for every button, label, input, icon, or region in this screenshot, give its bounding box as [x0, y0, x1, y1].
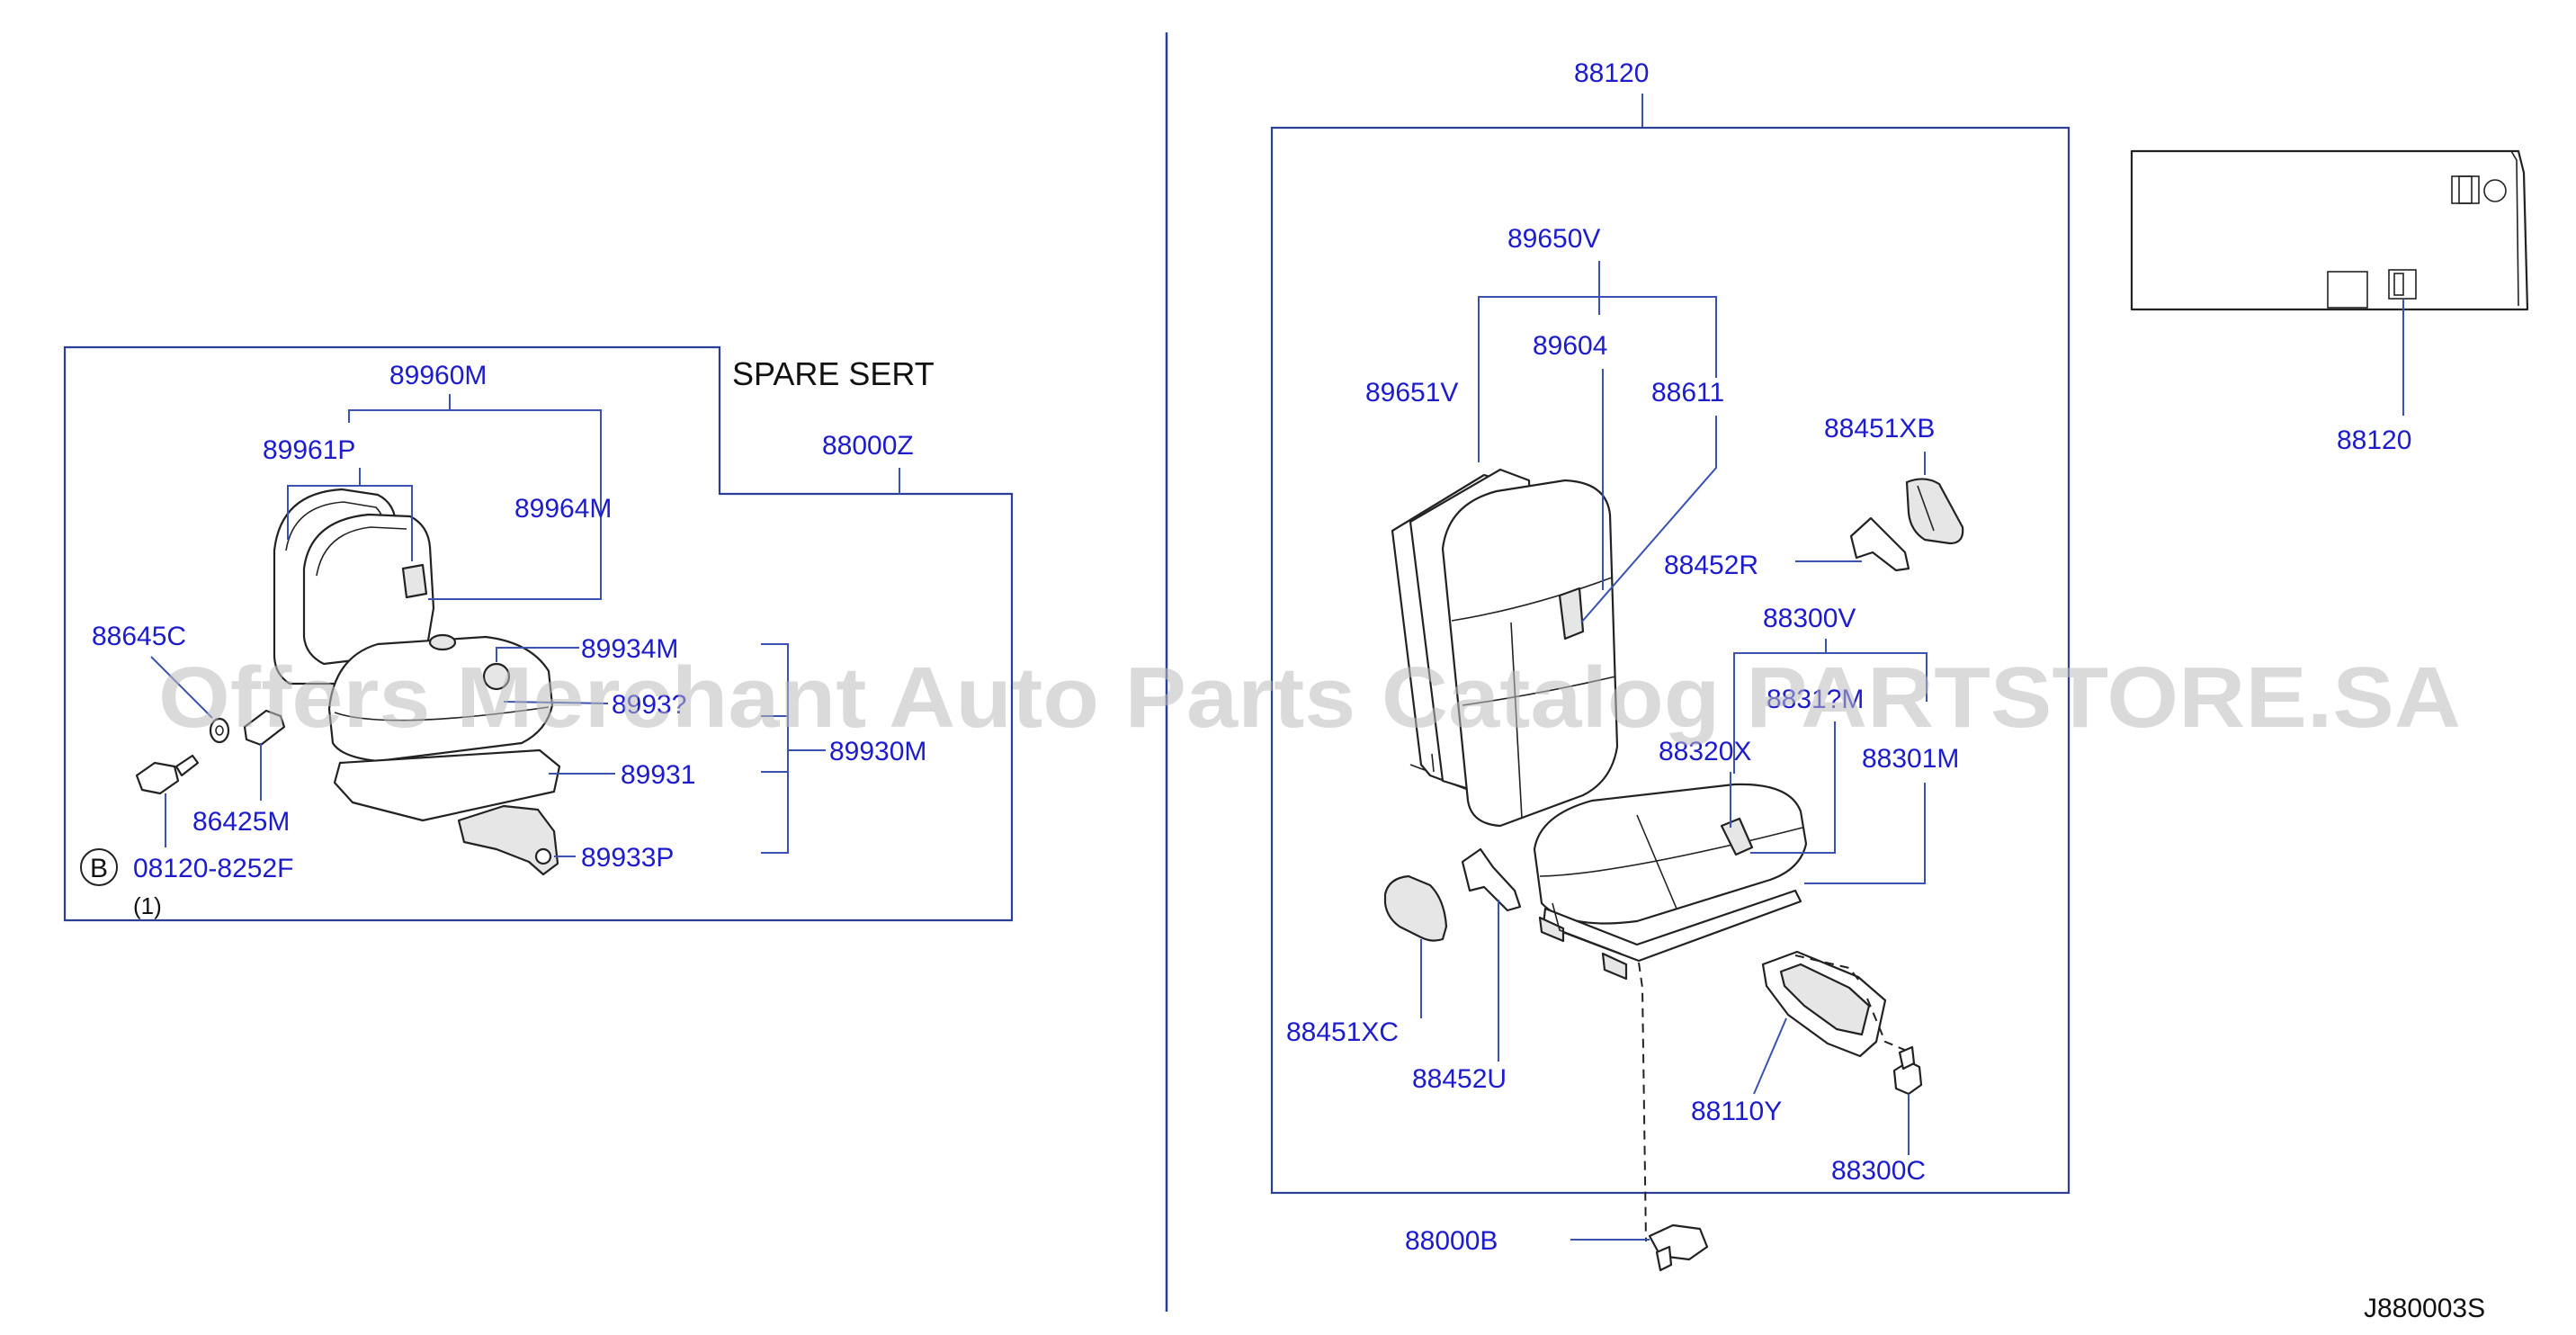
- callout-89933p[interactable]: 89933P: [581, 843, 674, 873]
- callout-8831xm[interactable]: 8831?M: [1767, 685, 1864, 714]
- callout-89930m[interactable]: 89930M: [829, 737, 926, 766]
- callout-88452u[interactable]: 88452U: [1412, 1064, 1507, 1094]
- callout-88120-top[interactable]: 88120: [1574, 58, 1649, 88]
- callout-88110y[interactable]: 88110Y: [1691, 1097, 1782, 1126]
- bolt-badge: B: [90, 854, 108, 883]
- callout-86425m[interactable]: 86425M: [192, 807, 290, 837]
- diagram-code: J880003S: [2364, 1294, 2485, 1323]
- spare-seat-frame: [63, 345, 1014, 922]
- callout-88320x[interactable]: 88320X: [1659, 737, 1751, 766]
- callout-88645c[interactable]: 88645C: [92, 622, 186, 651]
- callout-89934m[interactable]: 89934M: [581, 634, 678, 664]
- callout-89960m[interactable]: 89960M: [389, 361, 487, 390]
- bolt-badge-circle: [80, 848, 118, 886]
- callout-88300v[interactable]: 88300V: [1763, 604, 1856, 633]
- seat-assembly-88120: 88120: [1270, 58, 2071, 1272]
- detail-panel-outline: [2130, 149, 2529, 311]
- callout-89604[interactable]: 89604: [1533, 331, 1607, 361]
- watermark: Offers Merchant Auto Parts Catalog PARTS…: [158, 650, 2461, 746]
- callout-88300c[interactable]: 88300C: [1831, 1156, 1926, 1186]
- callout-89650v[interactable]: 89650V: [1507, 224, 1600, 254]
- spare-seat-heading: SPARE SERT: [732, 355, 935, 392]
- detail-panel: 88120: [2130, 149, 2529, 455]
- callout-88451xc[interactable]: 88451XC: [1286, 1017, 1399, 1047]
- callout-88452r[interactable]: 88452R: [1664, 551, 1758, 580]
- callout-8993x[interactable]: 8993?: [612, 690, 686, 720]
- callout-88000b[interactable]: 88000B: [1405, 1226, 1498, 1256]
- callout-89931[interactable]: 89931: [621, 760, 695, 790]
- bolt-quantity: (1): [133, 892, 162, 919]
- callout-88120-detail[interactable]: 88120: [2337, 426, 2411, 455]
- callout-88301m[interactable]: 88301M: [1862, 744, 1959, 774]
- seat-drawing: [1383, 468, 1964, 1272]
- callout-88000z[interactable]: 88000Z: [822, 431, 914, 461]
- callout-08120-8252f[interactable]: 08120-8252F: [133, 854, 293, 883]
- callout-89961p[interactable]: 89961P: [263, 435, 355, 465]
- callout-89651v[interactable]: 89651V: [1365, 378, 1458, 408]
- callout-89964m[interactable]: 89964M: [514, 494, 612, 524]
- callout-88451xb[interactable]: 88451XB: [1824, 414, 1935, 444]
- seat-assembly-frame: [1270, 126, 2071, 1195]
- spare-seat-drawing: [135, 488, 561, 876]
- callout-88611[interactable]: 88611: [1651, 378, 1724, 408]
- spare-seat-assembly: SPARE SERT 88000Z: [63, 345, 1014, 922]
